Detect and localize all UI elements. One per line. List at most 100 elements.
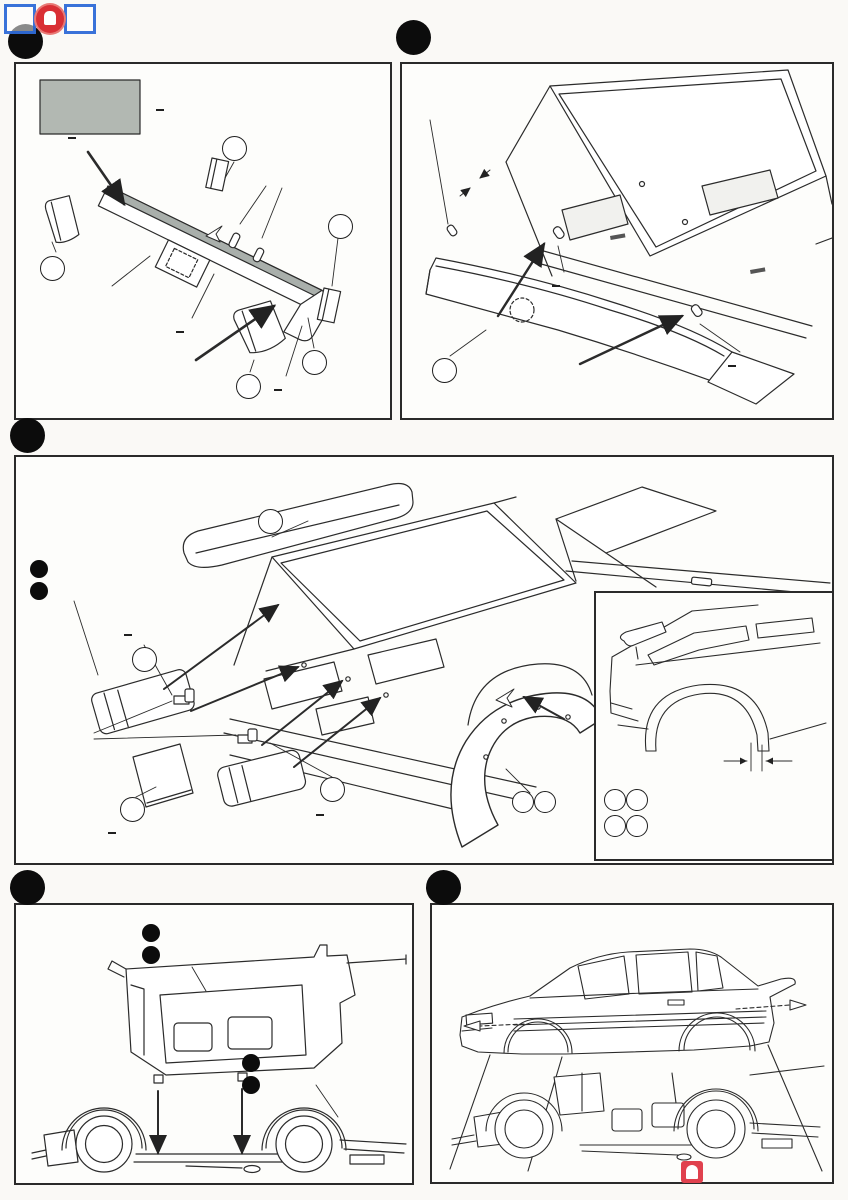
part-number-76 [40,256,65,281]
assembly-arrow [86,150,126,207]
ph-num [124,634,132,636]
step17-panel [400,62,834,420]
part-number-7-b [320,777,345,802]
step16-panel [14,62,392,420]
gaoshou-gear-icon [36,5,64,33]
ph-num [176,331,184,333]
ph-num [68,137,76,139]
step-ref-9 [242,1054,260,1072]
step17-diagram [425,69,832,405]
ph-num [316,814,324,816]
part-number-47 [120,797,145,822]
assembly-arrow [190,665,300,712]
hobbysearch-logo-icon [681,1161,703,1183]
paint-label-ph1 [106,821,116,842]
step-ref-12 [142,924,160,942]
dashed-arrow-front [479,1023,525,1027]
step-ref-9 [242,1075,260,1094]
step17-number [396,20,431,55]
step19-panel [14,903,414,1185]
paint-label-ph12 [154,98,164,119]
gaoshou-char-left [4,4,36,34]
fender-flare-drawing [450,688,603,848]
step19-number [10,870,45,905]
ph-num [728,365,736,367]
ph-num [108,832,116,834]
gaoshou-char-right [64,4,96,34]
assembly-arrow [496,241,546,318]
part-number-93 [626,815,648,838]
part-number-94 [512,791,534,813]
step20-panel [430,903,834,1184]
open-arrowhead [463,1020,481,1032]
assembly-arrow [194,304,277,362]
part-number-94 [604,815,626,838]
hobbysearch-watermark [681,1161,713,1183]
projection-line [449,1054,491,1170]
paint-label-ph2 [174,320,184,341]
car-rear-quarter-drawing [223,486,831,818]
step16-diagram [39,79,342,377]
part-number-72 [222,136,247,161]
paint-label-ph8-b [726,354,736,375]
leader-lines [51,161,339,377]
part-number-54 [432,358,457,383]
open-arrow [205,225,223,243]
step19-diagram [31,944,407,1174]
paint-label-ph2-b [314,803,324,824]
car-body-side-drawing [459,948,796,1055]
part-72-drawing [205,157,230,192]
clip-drawing [237,728,258,744]
ph-num [552,285,560,287]
flare-detail-drawing [609,604,827,772]
leader-lines [449,245,741,357]
projection-line [767,1044,823,1172]
flare-part-label [512,791,556,815]
step18-number [10,418,45,453]
flare-cement-note [604,789,826,838]
side-skirt-b-drawing [217,749,307,807]
assembly-arrow [261,679,344,746]
step20-number [426,870,461,905]
step18-diagram [73,482,831,848]
flare-detail-inset [594,591,834,861]
ph-num [156,109,164,111]
cut-pin-drawing [446,224,458,237]
part-number-7 [132,647,157,672]
paint-label-ph8-b [272,378,282,399]
assembly-arrow [578,314,685,366]
interior-tub-drawing [107,944,407,1084]
open-arrowhead [789,999,807,1011]
assembly-arrow [522,696,565,720]
part-76-drawing [44,195,80,244]
plate-47-drawing [132,743,194,808]
gaoshou-watermark [4,4,96,34]
step20-diagram [449,948,825,1172]
made-in-12-note [142,923,160,966]
rear-bumper-drawing [425,257,795,405]
part-number-93 [626,789,648,811]
step-ref-16 [30,581,48,600]
paint-label-ph2 [122,623,132,644]
paint-swatch [39,79,141,135]
part-number-93 [534,791,556,813]
paint-label-ph8 [66,126,76,147]
part-71-drawing [316,287,342,324]
paint-label-ph8 [550,274,560,295]
clip-drawing [173,688,195,705]
leader-lines [73,520,531,798]
made-in-16-note [30,559,48,602]
made-in-9-note [242,1053,260,1096]
assembly-arrow [163,603,280,690]
part-number-73 [302,350,327,375]
part-number-97 [258,509,283,534]
part-number-71 [328,214,353,239]
chassis-side-drawing [451,1065,825,1161]
leader-lines [191,966,339,1118]
chassis-drawing [31,1107,407,1174]
part-number-94 [604,789,626,811]
bumper-bar-drawing [97,185,331,342]
car-rear-drawing [505,69,832,339]
dashed-arrow-rear [735,1004,791,1010]
assembly-arrow [293,696,382,768]
